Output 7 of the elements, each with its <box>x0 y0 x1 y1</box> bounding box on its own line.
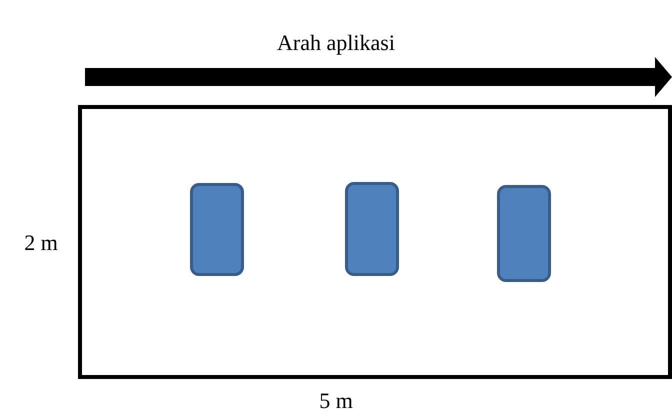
plant-plot <box>345 182 399 276</box>
dimension-label: 5 m <box>319 388 353 414</box>
direction-label: Arah aplikasi <box>277 30 395 56</box>
dimension-label: 2 m <box>24 230 58 256</box>
plot-outline <box>78 105 672 379</box>
plant-plot <box>190 183 244 276</box>
plant-plot <box>497 185 551 282</box>
